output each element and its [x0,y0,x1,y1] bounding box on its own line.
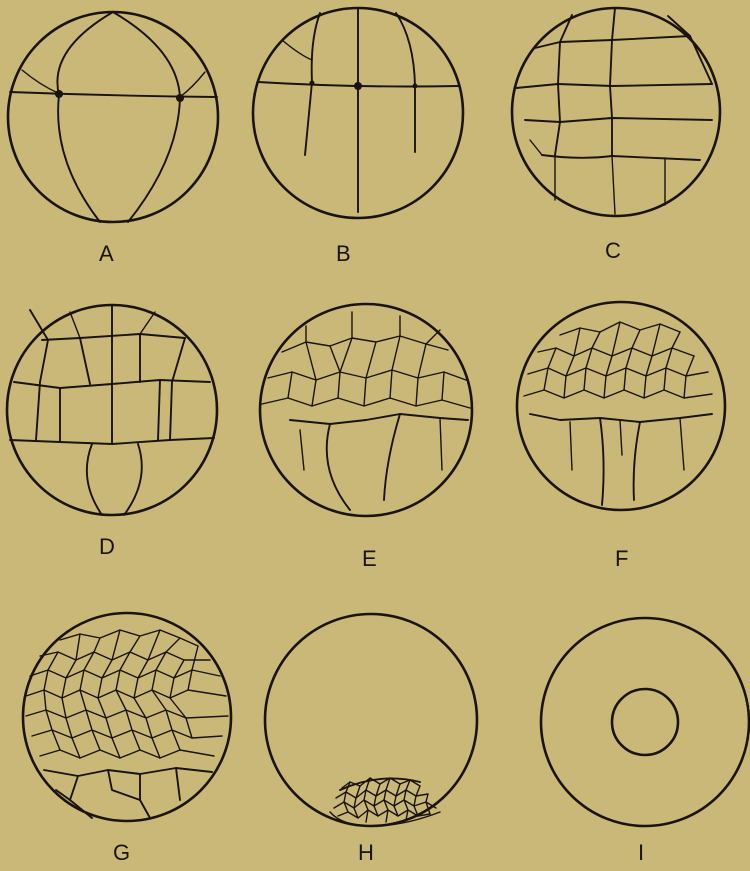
panel-a: A [8,12,218,266]
panel-a-label: A [99,241,114,266]
panel-i: I [541,618,749,865]
panel-b: B [253,8,463,266]
panel-e-label: E [362,546,377,571]
panel-h: H [265,614,477,865]
panel-g-label: G [113,840,130,865]
panel-e: E [260,304,472,571]
panel-f: F [517,302,725,571]
panel-i-label: I [638,840,644,865]
panel-c-label: C [605,238,621,263]
panel-f-label: F [615,546,628,571]
panel-d: D [7,305,217,559]
panel-b-label: B [336,241,351,266]
panel-h-label: H [358,840,374,865]
panel-c: C [512,8,720,263]
panel-d-label: D [99,534,115,559]
panel-g: G [23,613,231,865]
blastoderm-disc [330,778,440,826]
